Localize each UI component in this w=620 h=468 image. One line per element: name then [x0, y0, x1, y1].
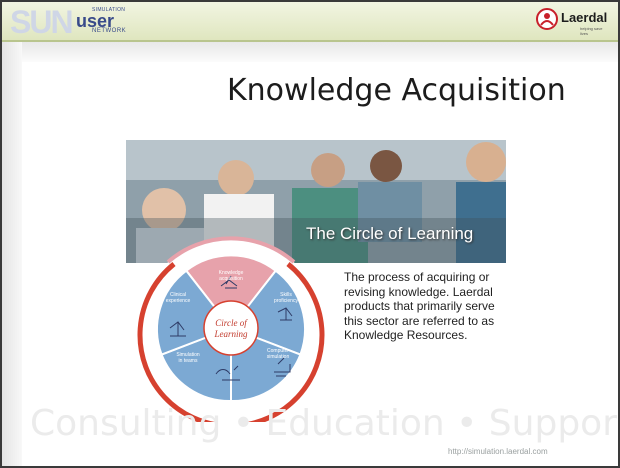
header-divider: [2, 40, 618, 42]
left-shade-band: [2, 42, 22, 466]
segment-label-computer-1: Computer: [267, 348, 289, 354]
top-shade-band: [22, 42, 618, 62]
segment-label-knowledge-1: Knowledge: [219, 270, 244, 276]
wheel-center-line1: Circle of: [215, 318, 248, 328]
banner-title: The Circle of Learning: [306, 224, 474, 243]
segment-label-clinical-1: Clinical: [170, 292, 186, 298]
laerdal-emblem-icon: [536, 8, 558, 30]
laerdal-tagline: helping save lives: [580, 26, 603, 36]
logo-sun-text: SUN: [10, 4, 74, 40]
wheel-center-line2: Learning: [213, 329, 248, 339]
circle-of-learning-figure: The Circle of Learning: [126, 140, 506, 429]
segment-label-computer-2: simulation: [267, 354, 290, 360]
logo-small-bottom: NETWORK: [92, 28, 127, 34]
logo-small-top: SIMULATION: [92, 7, 126, 13]
logo-user-text: user: [76, 11, 115, 31]
clinical-team-photo: The Circle of Learning: [126, 140, 506, 263]
footer-url: http://simulation.laerdal.com: [448, 447, 548, 456]
sun-user-network-logo: SUN SIMULATION user NETWORK: [6, 4, 136, 40]
laerdal-logo: Laerdal helping save lives: [536, 8, 610, 36]
segment-label-clinical-2: experience: [166, 298, 191, 304]
slide-title: Knowledge Acquisition: [227, 73, 566, 108]
segment-label-teams-2: in teams: [179, 358, 198, 364]
header-bar: SUN SIMULATION user NETWORK Laerdal help…: [2, 2, 618, 40]
learning-wheel: Circle of Learning Knowledge acquisition…: [126, 224, 336, 429]
footer-watermark: Consulting • Education • Support: [30, 403, 620, 444]
segment-label-knowledge-2: acquisition: [219, 276, 243, 282]
segment-label-skills-2: proficiency: [274, 298, 298, 304]
knowledge-description: The process of acquiring or revising kno…: [344, 270, 495, 342]
segment-label-skills-1: Skills: [280, 292, 292, 298]
laerdal-name: Laerdal: [561, 10, 608, 25]
segment-label-teams-1: Simulation: [176, 352, 200, 358]
